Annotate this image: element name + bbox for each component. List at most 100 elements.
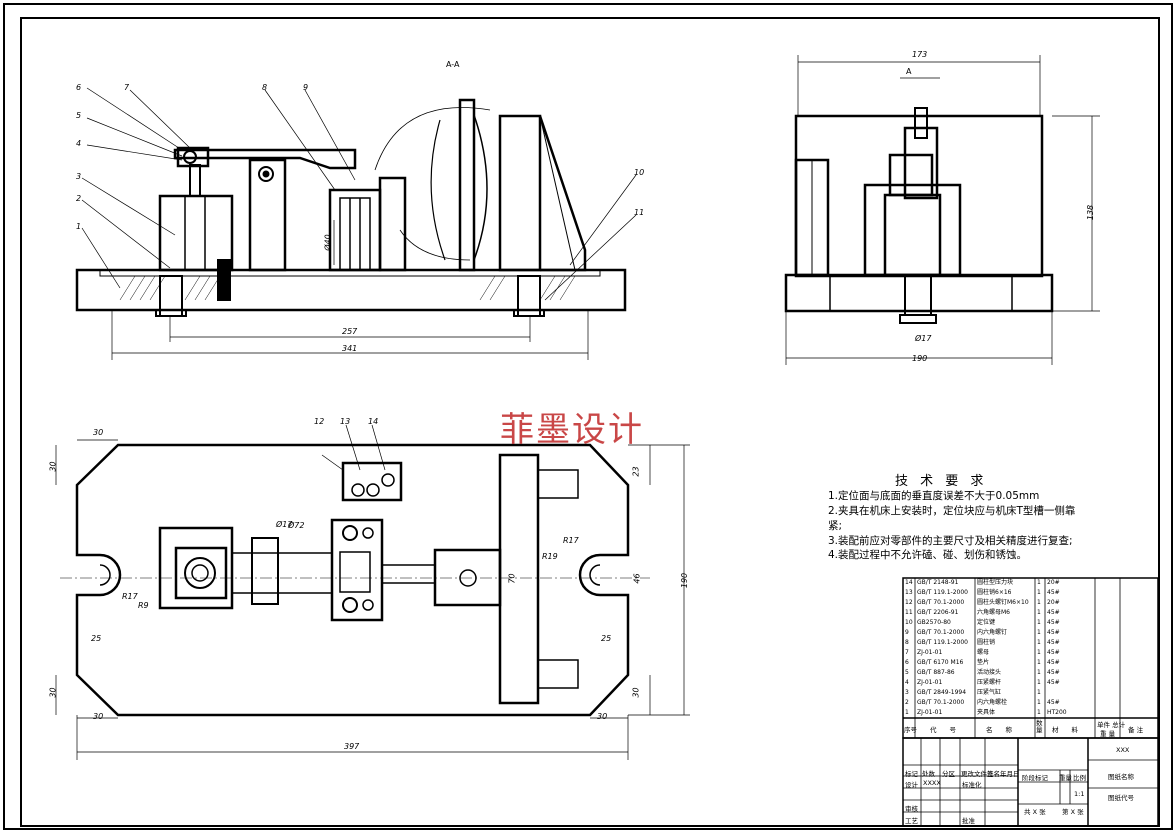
dim-plan-70: 70 [507,573,517,584]
bom-cell-qty: 1 [1037,649,1041,656]
tb-col-count: 处数 [922,770,935,778]
dim-plan-dia72: Ø72 [288,521,305,530]
outer-border [3,3,1173,830]
dim-plan-190: 190 [680,572,690,589]
bom-cell-no: 7 [905,649,909,656]
bom-cell-name: 圆柱销 [977,639,996,646]
leader-lines [81,87,637,301]
weight-label: 重量 [1059,774,1072,782]
bom-cell-code: GB/T 119.1-2000 [917,589,968,596]
company-name: XXX [1116,746,1130,754]
tb-col-sign: 签名 [987,770,1000,778]
bom-cell-code: GB/T 887-86 [917,669,955,676]
bom-cell-qty: 1 [1037,689,1041,696]
front-section-view [75,87,637,360]
side-dimensions [785,55,1100,365]
bom-cell-mat: 45# [1047,679,1060,686]
bom-cell-mat: 45# [1047,589,1060,596]
bom-cell-code: GB/T 70.1-2000 [917,599,965,606]
tb-row-design: 设计 [905,781,918,789]
bom-cell-qty: 1 [1037,699,1041,706]
bom-cell-no: 14 [905,579,913,586]
designer-name: XXXX [923,779,941,787]
bom-cell-code: GB/T 119.1-2000 [917,639,968,646]
bom-cell-name: 垫片 [977,659,990,666]
dim-plan-397: 397 [344,742,360,751]
bom-cell-no: 8 [905,639,909,646]
bom-header-mat: 材 料 [1052,726,1078,734]
sheet-count: 共 X 张 [1024,808,1046,816]
bom-cell-mat: 20# [1047,599,1060,606]
balloon-10: 10 [634,168,645,177]
bom-cell-code: GB/T 2148-91 [917,579,959,586]
dim-plan-30-tl: 30 [93,428,104,437]
bom-cell-qty: 1 [1037,679,1041,686]
bom-cell-no: 11 [905,609,913,616]
bom-cell-code: GB/T 2849-1994 [917,689,967,696]
requirement-2-cont: 紧; [828,520,843,532]
dim-173: 173 [912,50,928,59]
title-block-grid [902,737,1159,827]
bom-header-qty: 数量 [1036,719,1043,734]
dim-side-190: 190 [912,354,928,363]
bom-cell-code: GB2570-80 [917,619,951,626]
bom-cell-name: 圆柱销6×16 [977,589,1012,596]
bom-cell-name: 夹具体 [977,709,996,716]
bom-cell-name: 螺母 [977,649,990,656]
tb-col-zone: 分区 [942,770,955,778]
requirement-4: 4.装配过程中不允许磕、碰、划伤和锈蚀。 [828,549,1028,561]
drawing-code: 图纸代号 [1108,794,1134,802]
balloon-8: 8 [262,83,268,92]
plan-view [55,424,690,760]
bom-cell-qty: 1 [1037,589,1041,596]
bom-cell-no: 9 [905,629,909,636]
section-label: A-A [446,60,460,69]
bom-cell-name: 内六角螺钉 [977,629,1008,636]
bom-cell-name: 六角螺母M6 [977,609,1010,616]
scale-value: 1:1 [1074,790,1085,798]
bom-cell-no: 10 [905,619,913,626]
bom-cell-mat: HT200 [1047,709,1067,716]
tb-row-mark: 标记 [905,770,918,778]
bom-cell-mat: 45# [1047,639,1060,646]
bom-cell-name: 圆柱型压力块 [977,579,1014,586]
bom-cell-qty: 1 [1037,709,1041,716]
dim-plan-25-r: 25 [601,634,612,643]
bom-cell-code: ZJ-01-01 [917,649,943,656]
bom-cell-qty: 1 [1037,599,1041,606]
dim-plan-30-bl: 30 [93,712,104,721]
front-dimensions [111,220,589,360]
bom-cell-name: 圆柱头螺钉M6×10 [977,599,1029,606]
bom-cell-no: 5 [905,669,909,676]
bom-cell-mat: 45# [1047,659,1060,666]
bom-header-weight: 单件 总计 [1097,721,1126,729]
bom-cell-mat: 45# [1047,629,1060,636]
bom-cell-qty: 1 [1037,669,1041,676]
drawing-name: 图纸名称 [1108,773,1134,781]
bom-cell-no: 12 [905,599,913,606]
bom-header-no: 序号 [904,726,917,734]
plan-dimensions [55,424,690,760]
bom-cell-qty: 1 [1037,619,1041,626]
bom-cell-name: 定位键 [977,619,996,626]
dim-plan-46: 46 [632,573,642,584]
dim-plan-30-r2: 30 [631,687,641,698]
bom-header-weight-label: 重 量 [1100,730,1116,738]
tb-row-review: 审核 [905,805,918,813]
balloon-5: 5 [76,111,82,120]
dim-side-dia17: Ø17 [915,334,932,343]
dim-plan-r19: R19 [542,552,558,561]
balloon-11: 11 [634,208,645,217]
dim-plan-r9: R9 [138,601,149,610]
balloon-6: 6 [76,83,82,92]
bom-cell-mat: 20# [1047,579,1060,586]
dim-plan-30-br: 30 [597,712,608,721]
